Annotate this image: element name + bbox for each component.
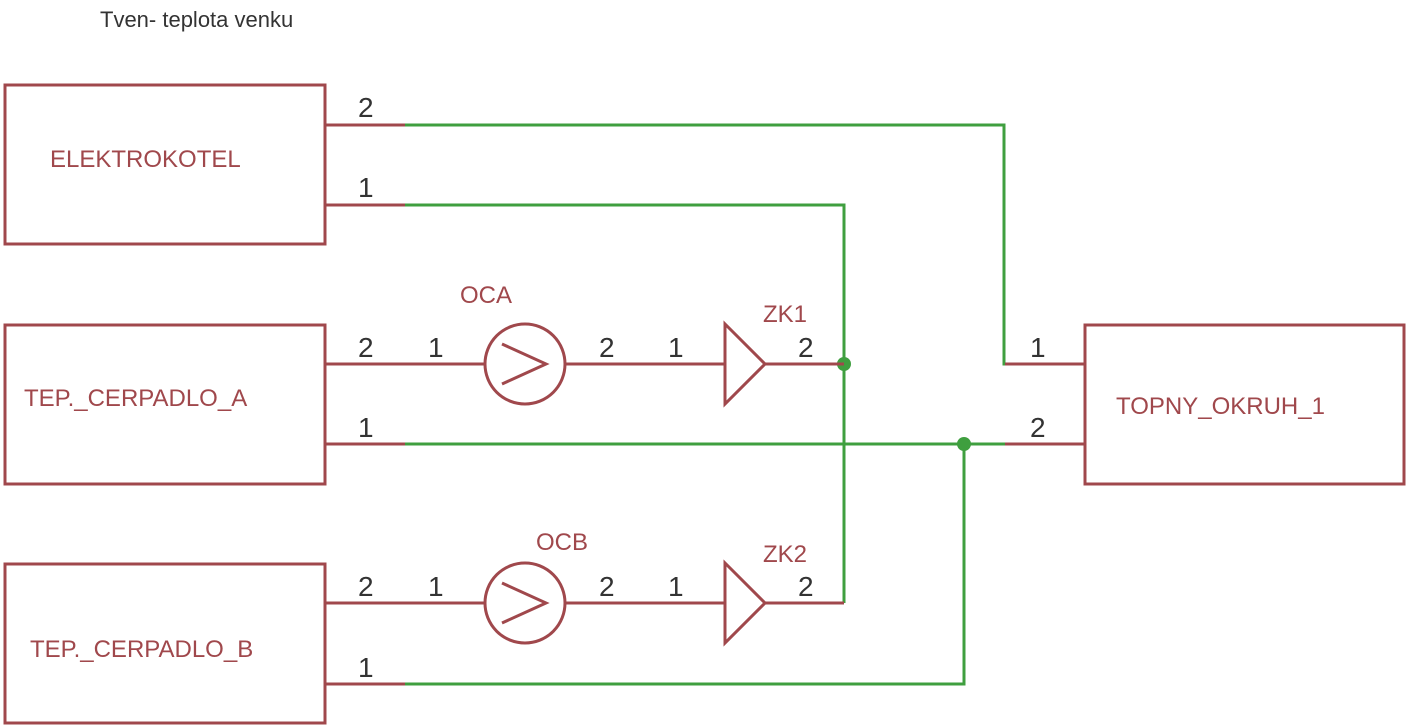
oca-circle <box>483 322 567 406</box>
pin-number: 2 <box>358 332 374 363</box>
pin-number: 2 <box>798 571 814 602</box>
pin-number: 1 <box>358 172 374 203</box>
block-cerpadlo-b-label: TEP._CERPADLO_B <box>30 636 253 663</box>
block-topny-okruh-body <box>1083 323 1406 486</box>
pin-number: 1 <box>1030 332 1046 363</box>
pin-number: 1 <box>428 571 444 602</box>
oca-chevron-icon <box>501 342 550 386</box>
block-cerpadlo-b-body <box>3 562 327 725</box>
net-elektrokotel-1 <box>405 203 846 364</box>
net-elektrokotel-2-to-topny-1 <box>405 123 1006 366</box>
pin-number: 2 <box>798 332 814 363</box>
pin-number: 2 <box>599 571 615 602</box>
symbol-ocb[interactable]: OCB <box>483 529 588 645</box>
ocb-chevron-icon <box>501 581 550 625</box>
symbol-oca-label: OCA <box>460 282 512 309</box>
zk2-triangle-icon <box>723 559 768 647</box>
block-elektrokotel[interactable]: ELEKTROKOTEL 2 1 <box>3 83 405 246</box>
pin-number: 2 <box>358 571 374 602</box>
junction-dot-return <box>957 437 971 451</box>
block-cerpadlo-a-label: TEP._CERPADLO_A <box>24 385 247 412</box>
block-topny-okruh-label: TOPNY_OKRUH_1 <box>1116 393 1325 420</box>
block-elektrokotel-label: ELEKTROKOTEL <box>50 146 241 173</box>
symbol-zk2-label: ZK2 <box>763 541 807 568</box>
pin-number: 2 <box>358 92 374 123</box>
block-cerpadlo-a[interactable]: TEP._CERPADLO_A 2 1 <box>3 323 405 486</box>
zk1-triangle-icon <box>723 320 768 408</box>
pin-number: 1 <box>358 652 374 683</box>
block-cerpadlo-b[interactable]: TEP._CERPADLO_B 2 1 <box>3 562 405 725</box>
pin-number: 1 <box>668 571 684 602</box>
symbol-oca[interactable]: OCA <box>460 282 567 406</box>
symbol-ocb-label: OCB <box>536 529 588 556</box>
symbol-zk1-label: ZK1 <box>763 301 807 328</box>
note-text: Tven- teplota venku <box>100 7 293 32</box>
block-elektrokotel-body <box>3 83 327 246</box>
block-topny-okruh[interactable]: TOPNY_OKRUH_1 1 2 <box>1005 323 1406 486</box>
pin-number: 2 <box>1030 412 1046 443</box>
circuit-row-a: 1 OCA 2 1 ZK1 2 <box>405 282 844 408</box>
symbol-zk2[interactable]: ZK2 <box>723 541 807 647</box>
symbol-zk1[interactable]: ZK1 <box>723 301 807 408</box>
pin-number: 1 <box>428 332 444 363</box>
net-cerpadlo-b-1 <box>405 444 966 686</box>
block-cerpadlo-a-body <box>3 323 327 486</box>
circuit-row-b: 1 OCB 2 1 ZK2 2 <box>405 529 844 647</box>
pin-number: 1 <box>668 332 684 363</box>
pin-number: 1 <box>358 412 374 443</box>
ocb-circle <box>483 561 567 645</box>
pin-number: 2 <box>599 332 615 363</box>
nets <box>405 123 1006 686</box>
